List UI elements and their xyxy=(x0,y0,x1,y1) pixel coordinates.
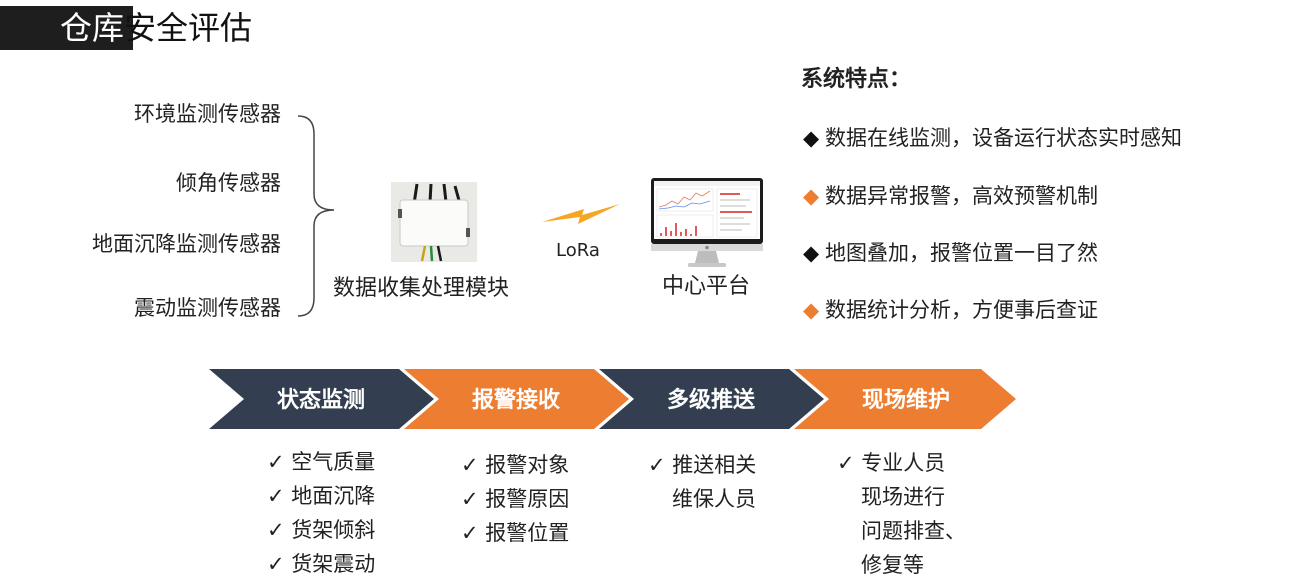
feature-text: 数据在线监测，设备运行状态实时感知 xyxy=(825,126,1182,150)
step-label-multilevel-push: 多级推送 xyxy=(667,387,755,413)
title-highlight: 仓库 xyxy=(60,9,125,47)
feature-item: ◆数据统计分析，方便事后查证 xyxy=(803,295,1098,325)
detail-item: ✓ 货架震动 xyxy=(267,552,376,576)
sensor-environment: 环境监测传感器 xyxy=(134,102,281,126)
data-module-label: 数据收集处理模块 xyxy=(333,276,510,301)
feature-text: 数据统计分析，方便事后查证 xyxy=(825,298,1098,322)
detail-item: 问题排查、 xyxy=(861,519,966,543)
detail-item: ✓ 推送相关 xyxy=(648,453,757,477)
feature-text: 数据异常报警，高效预警机制 xyxy=(825,184,1098,208)
sensor-vibration: 震动监测传感器 xyxy=(134,296,281,320)
detail-item: 现场进行 xyxy=(861,485,945,509)
step-label-onsite-maintenance: 现场维护 xyxy=(862,387,950,413)
detail-item: ✓ 报警对象 xyxy=(461,453,570,477)
step-chevron-alarm-receiving xyxy=(404,369,629,429)
step-details-onsite-maintenance: ✓ 专业人员 现场进行 问题排查、 修复等 xyxy=(837,446,966,582)
data-module-image xyxy=(391,182,477,262)
lightning-icon xyxy=(542,204,620,224)
diamond-bullet-icon: ◆ xyxy=(803,126,820,150)
feature-text: 地图叠加，报警位置一目了然 xyxy=(825,241,1098,265)
title-rest: 安全评估 xyxy=(124,9,253,47)
detail-item: ✓ 空气质量 xyxy=(267,450,376,474)
detail-item: ✓ 报警位置 xyxy=(461,521,570,545)
feature-item: ◆数据异常报警，高效预警机制 xyxy=(803,181,1098,211)
step-label-alarm-receiving: 报警接收 xyxy=(472,387,560,413)
step-details-alarm-receiving: ✓ 报警对象 ✓ 报警原因 ✓ 报警位置 xyxy=(461,448,569,550)
detail-item: ✓ 报警原因 xyxy=(461,487,570,511)
step-label-status-monitoring: 状态监测 xyxy=(277,387,365,413)
page-title: 仓库安全评估 xyxy=(60,4,252,52)
step-details-status-monitoring: ✓ 空气质量 ✓ 地面沉降 ✓ 货架倾斜 ✓ 货架震动 xyxy=(267,445,375,581)
sensor-brace xyxy=(297,115,335,317)
platform-label: 中心平台 xyxy=(662,274,751,299)
diamond-bullet-icon: ◆ xyxy=(803,241,820,265)
detail-item: ✓ 货架倾斜 xyxy=(267,518,376,542)
step-chevron-status-monitoring xyxy=(209,369,434,429)
detail-item: 修复等 xyxy=(861,553,924,577)
step-chevron-multilevel-push xyxy=(599,369,824,429)
lora-label: LoRa xyxy=(556,240,600,261)
diamond-bullet-icon: ◆ xyxy=(803,298,820,322)
sensor-tilt: 倾角传感器 xyxy=(176,171,281,195)
feature-item: ◆地图叠加，报警位置一目了然 xyxy=(803,238,1098,268)
monitor-icon xyxy=(651,178,763,267)
detail-item: 维保人员 xyxy=(672,487,756,511)
features-title: 系统特点： xyxy=(801,67,912,92)
feature-item: ◆数据在线监测，设备运行状态实时感知 xyxy=(803,123,1182,153)
process-flow: 状态监测 报警接收 多级推送 现场维护 xyxy=(209,369,1016,429)
step-chevron-onsite-maintenance xyxy=(794,369,1016,429)
diamond-bullet-icon: ◆ xyxy=(803,184,820,208)
detail-item: ✓ 专业人员 xyxy=(837,451,946,475)
title-highlight-bar xyxy=(0,6,133,50)
step-details-multilevel-push: ✓ 推送相关 维保人员 xyxy=(648,448,756,516)
detail-item: ✓ 地面沉降 xyxy=(267,484,376,508)
sensor-ground-settlement: 地面沉降监测传感器 xyxy=(92,232,281,256)
